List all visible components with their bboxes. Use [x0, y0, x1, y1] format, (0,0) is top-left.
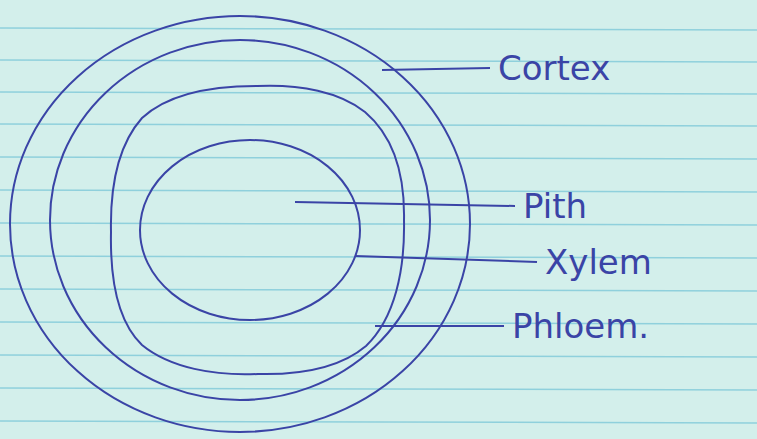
leader-line [355, 256, 537, 262]
part-label: Cortex [496, 51, 612, 85]
epidermis-outline [10, 16, 470, 432]
leader-line [375, 325, 504, 327]
part-label: Pith [521, 189, 589, 223]
xylem-outline [111, 86, 404, 375]
cortex-inner-outline [50, 40, 430, 400]
leader-line [295, 202, 515, 206]
part-label: Phloem. [510, 309, 651, 343]
leader-line [382, 68, 490, 70]
ruled-lines [0, 28, 757, 423]
part-label: Xylem [543, 245, 654, 279]
pith-outline [140, 140, 360, 320]
